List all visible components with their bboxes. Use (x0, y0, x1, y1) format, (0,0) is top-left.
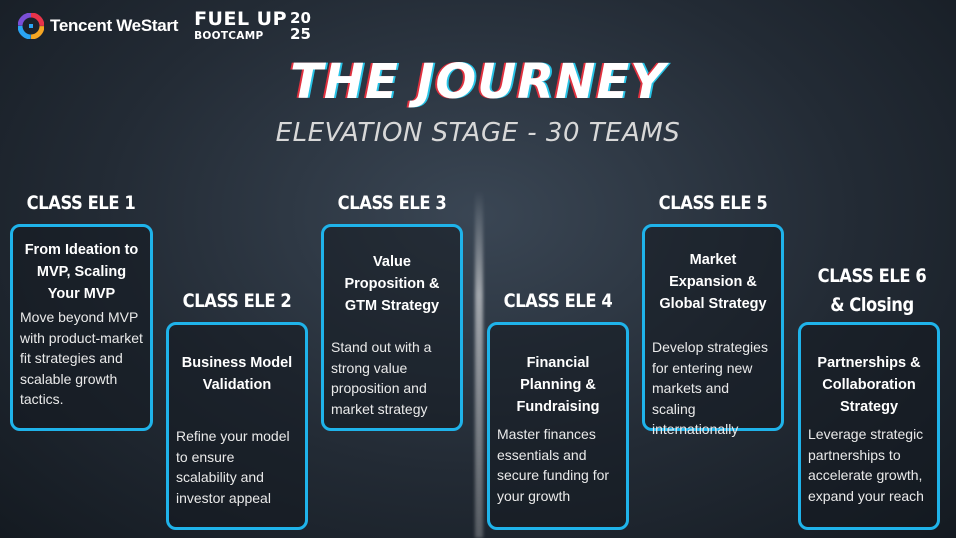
class-card-title-6: Partnerships & Collaboration Strategy (817, 355, 921, 415)
fuel-up-text: FUEL UP (194, 8, 288, 31)
class-card-body-5: Develop strategies for entering new mark… (652, 339, 768, 437)
tencent-westart-text: Tencent WeStart (50, 16, 179, 35)
tencent-westart-mark-icon (18, 13, 44, 39)
class-card-title-5: Market Expansion & Global Strategy (659, 252, 767, 312)
class-card-body-1: Move beyond MVP with product-market fit … (20, 309, 143, 407)
class-card-3: Value Proposition & GTM Strategy Stand o… (321, 224, 463, 431)
class-card-body-3: Stand out with a strong value propositio… (331, 339, 432, 417)
class-card-1: From Ideation to MVP, Scaling Your MVP M… (10, 224, 153, 431)
class-card-body-4: Master finances essentials and secure fu… (497, 426, 610, 504)
class-card-6: Partnerships & Collaboration Strategy Le… (798, 322, 940, 530)
page-subtitle: ELEVATION STAGE - 30 TEAMS (275, 118, 681, 148)
class-heading-3: CLASS ELE 3 (337, 192, 447, 214)
class-card-title-2: Business Model Validation (181, 355, 293, 393)
class-card-body-2: Refine your model to ensure scalability … (176, 428, 290, 506)
class-heading-6: CLASS ELE 6 & Closing (817, 265, 927, 316)
year-bottom: 25 (290, 25, 311, 43)
header-logos: Tencent WeStart FUEL UP BOOTCAMP 20 25 (18, 6, 311, 46)
page-title: THE JOURNEY (290, 54, 666, 110)
tencent-westart-logo: Tencent WeStart (18, 13, 178, 39)
class-card-4: Financial Planning & Fundraising Master … (487, 322, 629, 530)
class-heading-5: CLASS ELE 5 (658, 192, 768, 214)
class-card-2: Business Model Validation Refine your mo… (166, 322, 308, 530)
class-heading-4: CLASS ELE 4 (503, 290, 613, 312)
bootcamp-text: BOOTCAMP (194, 30, 264, 43)
class-card-title-4: Financial Planning & Fundraising (516, 355, 600, 415)
rocket-trail (475, 190, 483, 538)
class-card-body-6: Leverage strategic partnerships to accel… (808, 426, 924, 504)
year-top: 20 (290, 9, 311, 27)
class-card-title-3: Value Proposition & GTM Strategy (344, 254, 440, 314)
class-card-5: Market Expansion & Global Strategy Devel… (642, 224, 784, 437)
class-heading-2: CLASS ELE 2 (182, 290, 292, 312)
class-heading-1: CLASS ELE 1 (26, 192, 136, 214)
class-card-title-1: From Ideation to MVP, Scaling Your MVP (24, 242, 139, 302)
fuel-up-bootcamp-logo: FUEL UP BOOTCAMP 20 25 (194, 10, 311, 42)
